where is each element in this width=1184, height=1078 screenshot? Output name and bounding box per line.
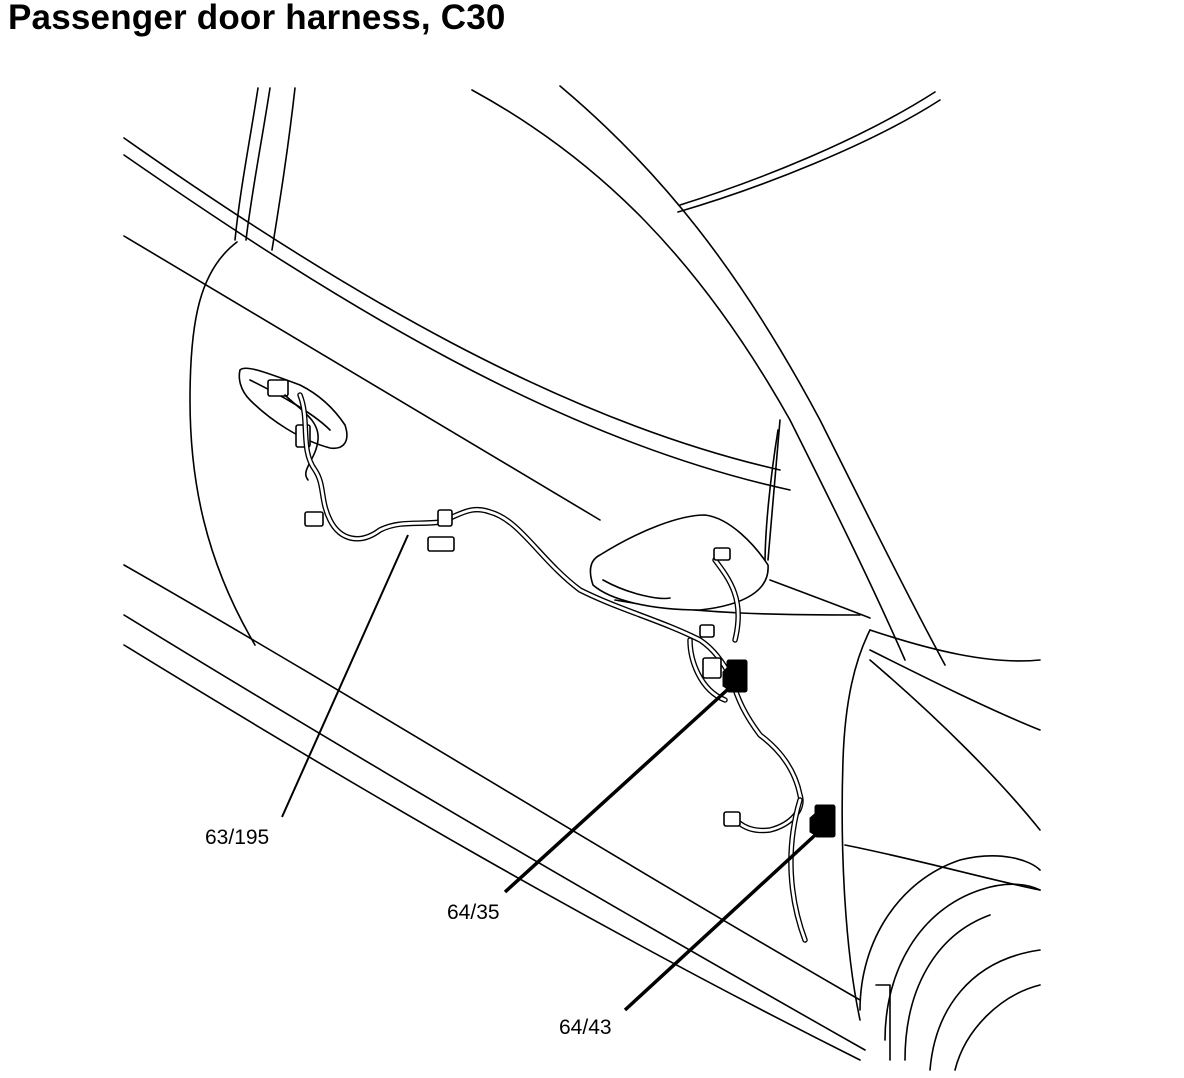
callout-leader-64-43 bbox=[623, 824, 827, 1012]
callout-leader-63-195 bbox=[281, 534, 409, 818]
connector-64-43 bbox=[809, 804, 836, 838]
callout-label-63-195: 63/195 bbox=[205, 826, 269, 849]
side-mirror bbox=[589, 514, 769, 611]
harness-connectors bbox=[304, 509, 741, 827]
callout-leader-64-35 bbox=[503, 679, 739, 894]
door-handle bbox=[238, 367, 348, 481]
connector-64-35 bbox=[722, 659, 748, 693]
diagram-title: Passenger door harness, C30 bbox=[8, 0, 506, 37]
callout-label-64-43: 64/43 bbox=[559, 1016, 612, 1039]
callout-label-64-35: 64/35 bbox=[447, 901, 500, 924]
car-body-outline bbox=[123, 85, 1041, 1071]
